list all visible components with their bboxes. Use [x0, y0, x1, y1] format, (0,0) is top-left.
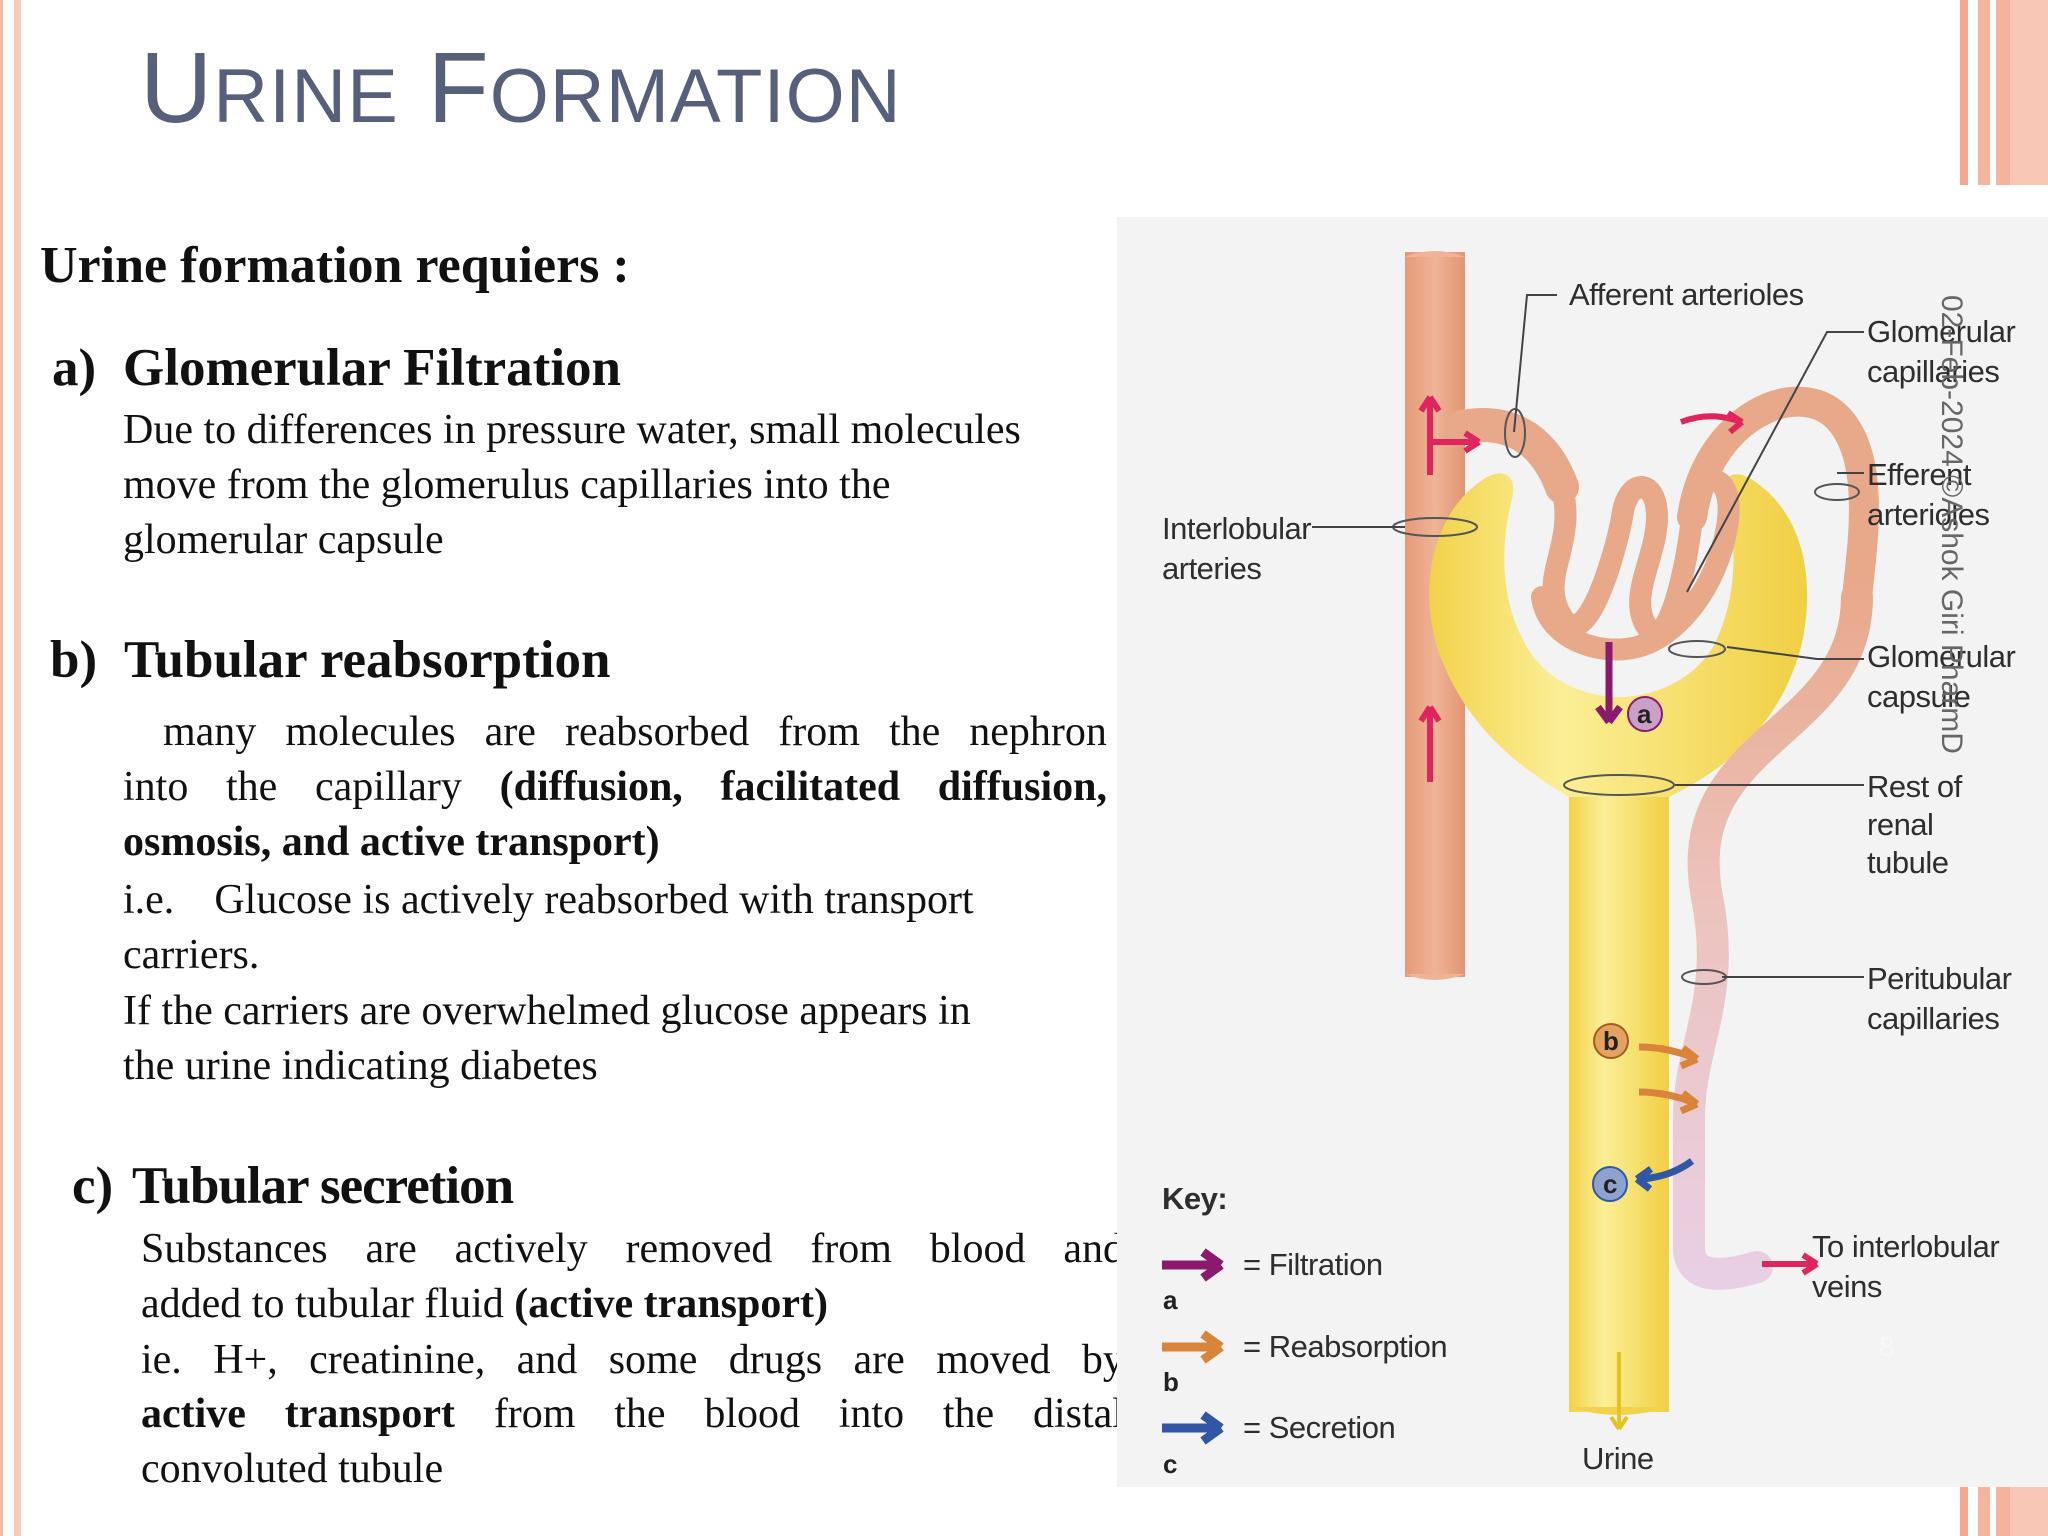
section-a-line-1: Due to differences in pressure water, sm…: [123, 407, 1021, 453]
label-efferent-2: arterioles: [1867, 497, 1990, 532]
left-border-stripe: [0, 0, 3, 1536]
section-c-line-2: added to tubular fluid (active transport…: [141, 1281, 828, 1327]
watermark: 02-Feb-2024 ©Ashok Giri PharmD: [1935, 295, 1968, 754]
badge-b-letter: b: [1603, 1026, 1619, 1056]
label-interlobular-1: Interlobular: [1162, 511, 1312, 546]
page-title: URINE FORMATION: [140, 32, 902, 144]
key-heading: Key:: [1162, 1181, 1228, 1216]
key-letter-b: b: [1163, 1367, 1179, 1397]
reabsorption-arrows: [1638, 1043, 1700, 1115]
section-a-line-3: glomerular capsule: [123, 517, 444, 563]
ring-capsule: [1668, 640, 1726, 658]
section-a-label: a): [52, 339, 97, 397]
label-urine: Urine: [1582, 1441, 1654, 1476]
label-veins-2: veins: [1812, 1269, 1882, 1304]
glomerular-tuft: [1531, 469, 1740, 661]
section-b-line-5: carriers.: [123, 932, 260, 978]
label-rest-1: Rest of: [1867, 769, 1962, 804]
key-reabsorption-label: = Reabsorption: [1243, 1329, 1448, 1364]
label-glomerular-capsule-1: Glomerular: [1867, 639, 2016, 674]
bottom-right-stripes: [1958, 1484, 2048, 1536]
badge-b-circle: [1593, 1023, 1629, 1059]
label-afferent-arterioles: Afferent arterioles: [1569, 277, 1804, 312]
label-rest-2: renal: [1867, 807, 1934, 842]
page-number: 8: [1879, 1331, 1895, 1362]
section-b-line-3: osmosis, and active transport): [123, 819, 660, 865]
ring-tubule: [1563, 774, 1675, 796]
key-filtration-label: = Filtration: [1243, 1247, 1383, 1282]
key-letter-a: a: [1163, 1285, 1178, 1315]
filtration-arrow: [1595, 642, 1623, 725]
urine-arrow: [1609, 1352, 1629, 1431]
tubule-shape: [1569, 792, 1669, 1412]
top-right-stripes: [1958, 0, 2048, 185]
glomerular-capsule-shape: [1429, 473, 1808, 797]
label-glomerular-capsule-2: capsule: [1867, 679, 1971, 714]
label-peritubular-2: capillaries: [1867, 1001, 2000, 1036]
afferent-arteriole-shape: [1446, 408, 1579, 504]
ring-efferent: [1814, 483, 1860, 501]
nephron-diagram: Afferent arterioles Glomerular capillari…: [1117, 217, 2048, 1487]
section-c-label: c): [72, 1157, 114, 1215]
key-letter-c: c: [1163, 1449, 1178, 1479]
key-filtration-arrow: [1162, 1248, 1224, 1282]
blood-arrows: [1418, 395, 1819, 1276]
key-secretion-arrow: [1162, 1411, 1224, 1445]
intro-heading: Urine formation requiers :: [40, 237, 630, 294]
label-veins-1: To interlobular: [1812, 1229, 2000, 1264]
peritubular-capillary-shape: [1673, 581, 1873, 1290]
section-b-line-7: the urine indicating diabetes: [123, 1043, 598, 1089]
key-reabsorption-arrow: [1162, 1330, 1224, 1364]
interlobular-artery-bottom: [1405, 974, 1465, 980]
interlobular-artery-top: [1405, 251, 1465, 257]
secretion-arrow: [1634, 1158, 1695, 1192]
section-a-line-2: move from the glomerulus capillaries int…: [123, 462, 891, 508]
label-interlobular-2: arteries: [1162, 551, 1262, 586]
badge-a-letter: a: [1637, 699, 1652, 729]
section-b-heading: Tubular reabsorption: [124, 631, 611, 689]
ring-afferent: [1504, 408, 1526, 458]
key-secretion-label: = Secretion: [1243, 1410, 1396, 1445]
label-peritubular-1: Peritubular: [1867, 961, 2012, 996]
nephron-illustration: [1162, 251, 1879, 1445]
section-a-heading: Glomerular Filtration: [123, 339, 622, 397]
badge-c-circle: [1592, 1166, 1628, 1202]
leader-glom-cap: [1686, 331, 1864, 593]
left-border-stripe-inner: [14, 0, 21, 1536]
label-efferent-1: Efferent: [1867, 457, 1972, 492]
efferent-arteriole-shape: [1677, 386, 1879, 612]
section-b-line-6: If the carriers are overwhelmed glucose …: [123, 988, 971, 1034]
section-b-line-4: i.e.Glucose is actively reabsorbed with …: [123, 877, 974, 923]
section-b-label: b): [50, 631, 98, 689]
section-c-line-5: convoluted tubule: [141, 1446, 444, 1492]
label-glomerular-capillaries-2: capillaries: [1867, 354, 2000, 389]
leader-afferent: [1513, 294, 1557, 433]
badge-a-circle: [1627, 696, 1663, 732]
section-c-heading: Tubular secretion: [132, 1157, 514, 1215]
label-glomerular-capillaries-1: Glomerular: [1867, 314, 2016, 349]
label-rest-3: tubule: [1867, 845, 1949, 880]
badge-c-letter: c: [1603, 1169, 1618, 1199]
leader-capsule: [1726, 646, 1864, 660]
